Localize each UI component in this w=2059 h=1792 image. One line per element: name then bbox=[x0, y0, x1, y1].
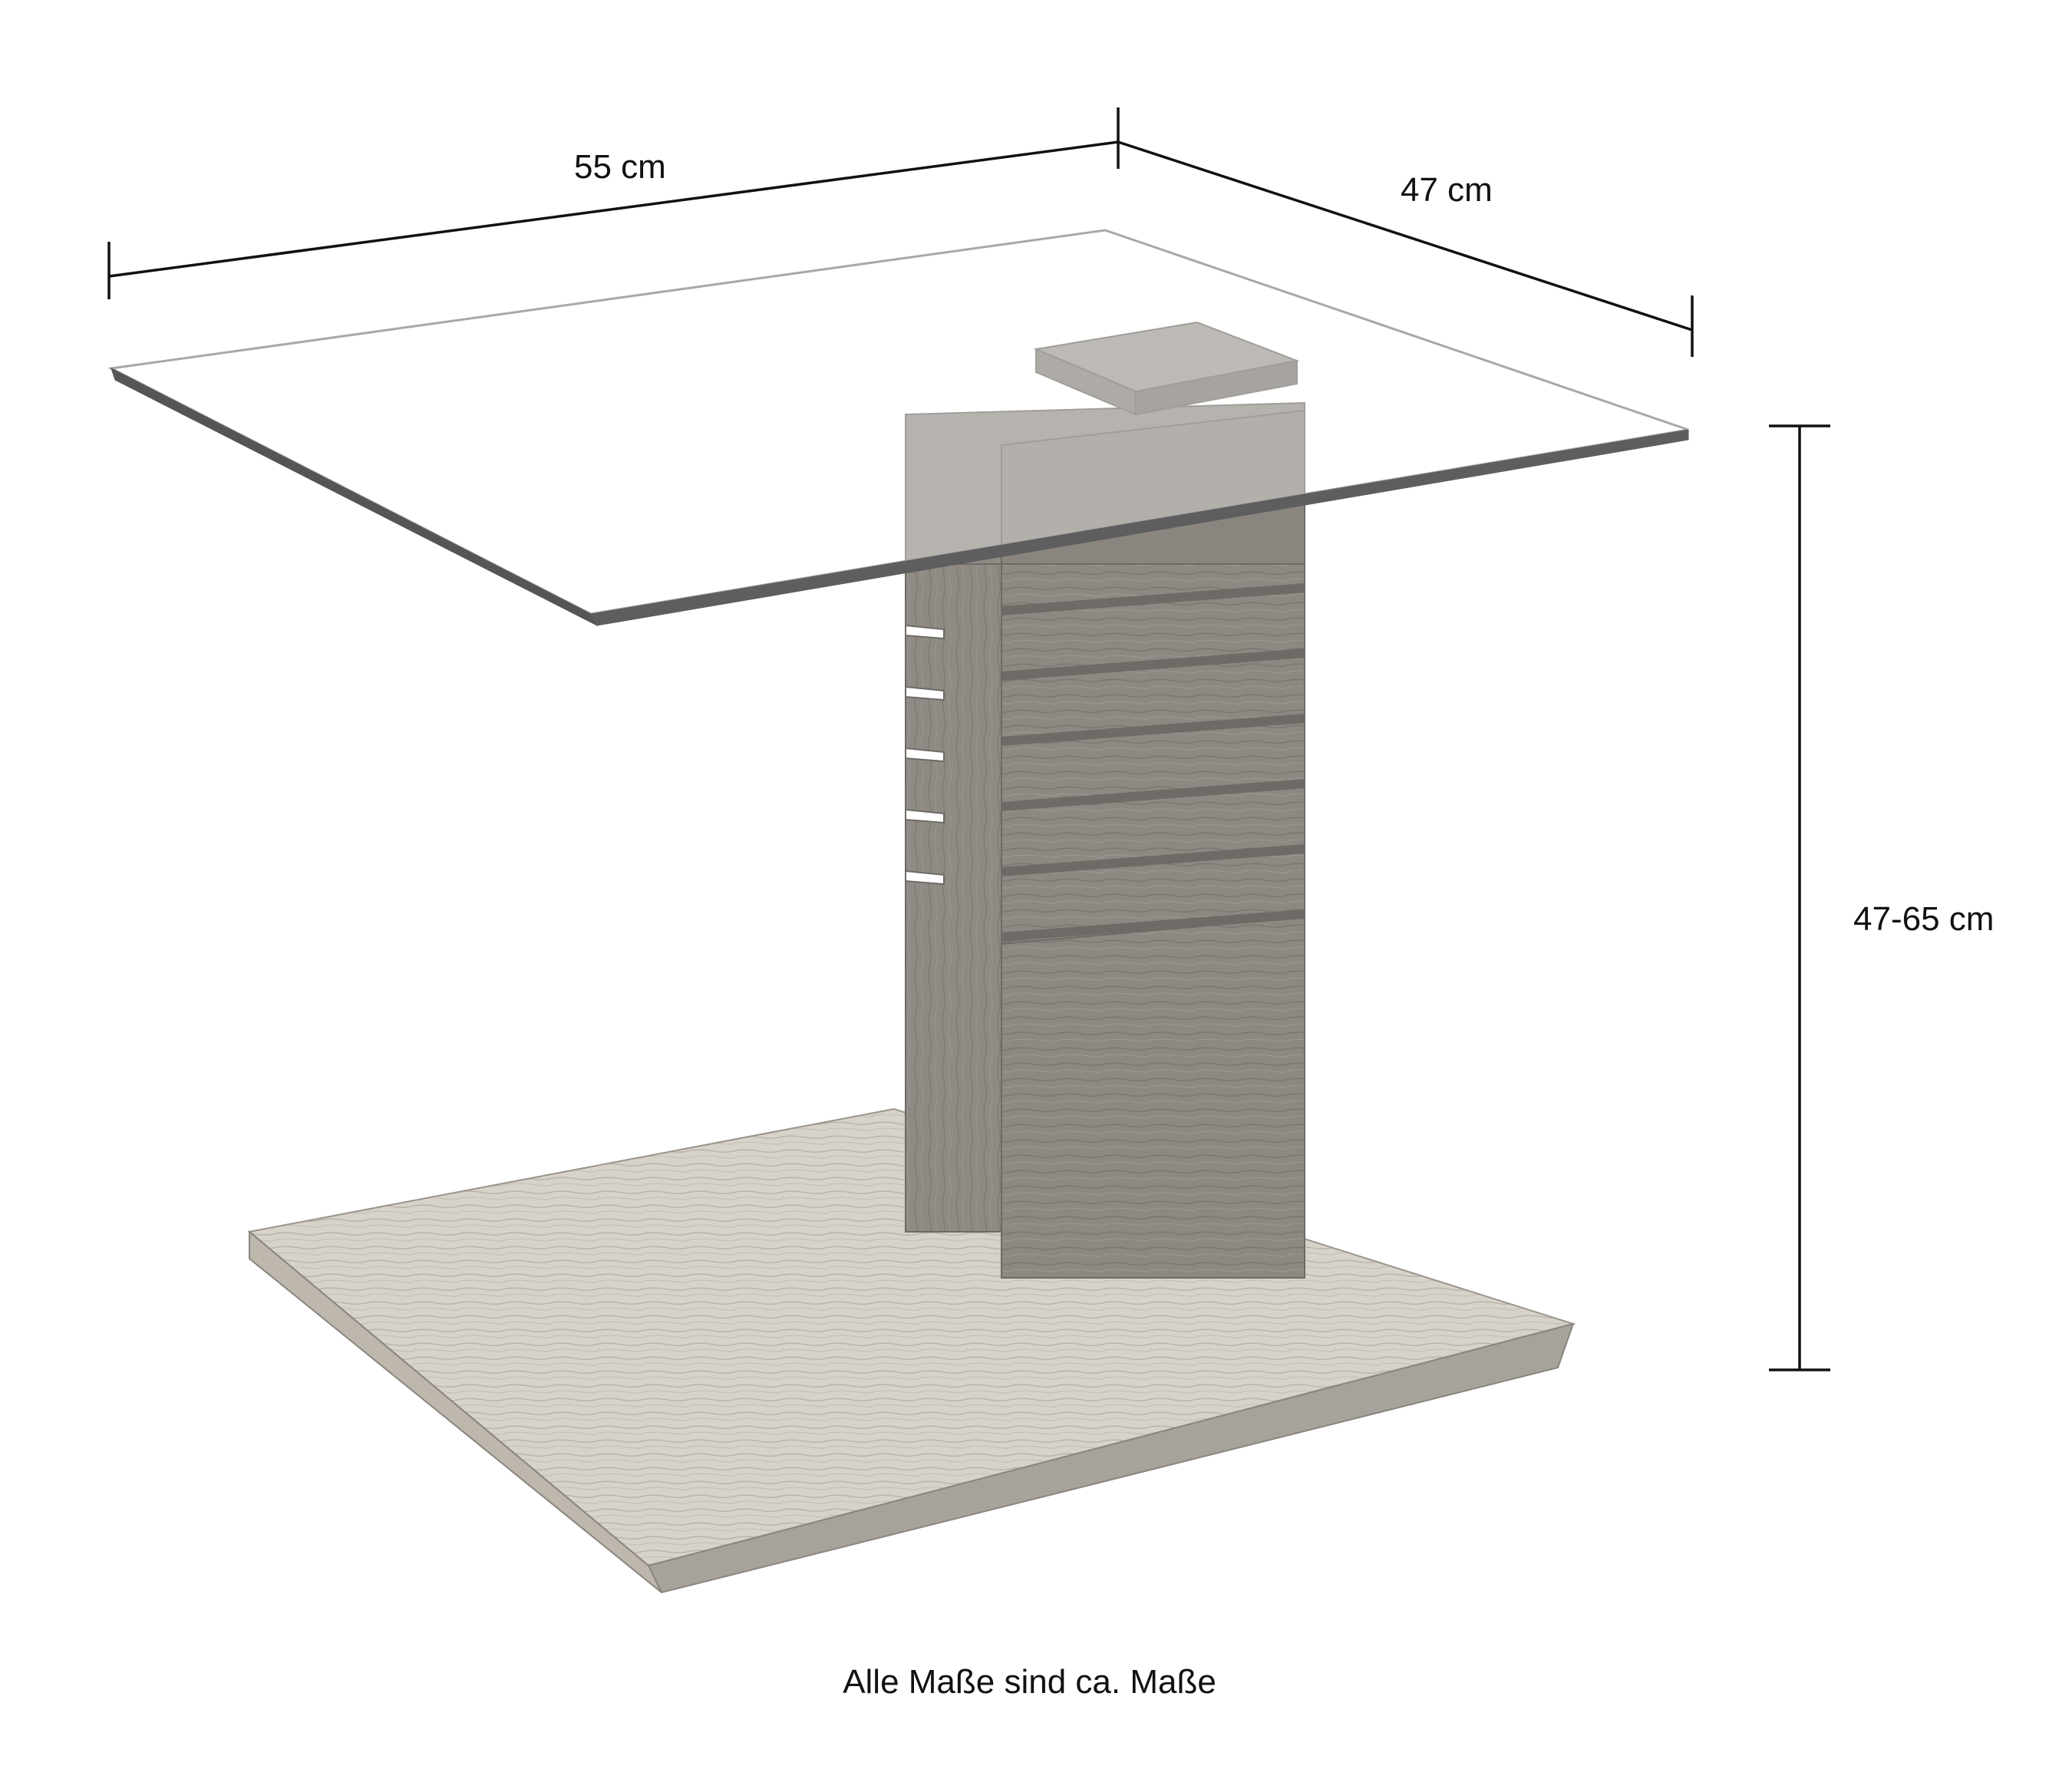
depth-label: 47 cm bbox=[1401, 171, 1493, 209]
dimensions-footnote: Alle Maße sind ca. Maße bbox=[843, 1663, 1216, 1701]
column-side bbox=[905, 563, 1002, 1233]
glass-top bbox=[107, 229, 1689, 627]
column-front bbox=[1001, 563, 1305, 1279]
height-label: 47-65 cm bbox=[1853, 900, 1995, 938]
depth-dimension-line bbox=[1117, 140, 1694, 357]
width-dimension-line bbox=[107, 107, 1120, 299]
width-label: 55 cm bbox=[574, 148, 666, 186]
height-dimension-line bbox=[1769, 424, 1830, 1371]
column-top bbox=[905, 321, 1305, 565]
